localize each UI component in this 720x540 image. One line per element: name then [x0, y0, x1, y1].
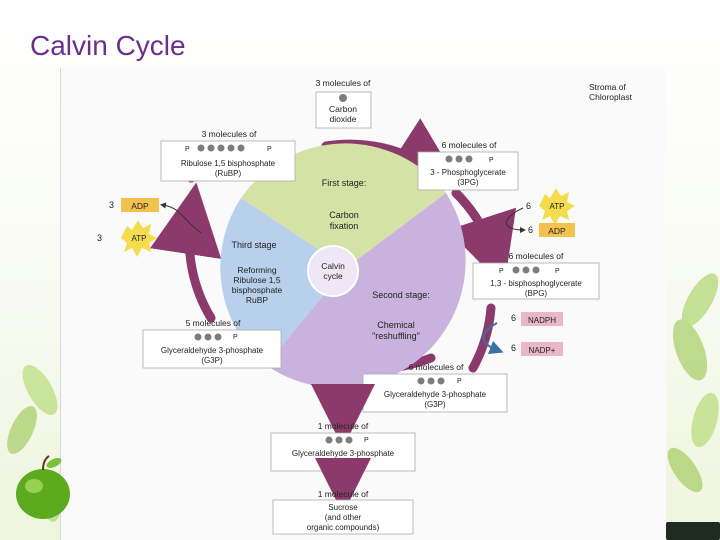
pg3-phosphate: P: [489, 157, 494, 164]
calvin-cycle-diagram: First stage: Carbon fixation Calvin cycl…: [97, 78, 633, 535]
stage3-line1: Reforming: [237, 265, 276, 275]
sucrose-count: 1 molecule of: [318, 489, 369, 499]
right-adp-box: [539, 223, 575, 237]
nadph-box: [521, 312, 563, 326]
left-adp-label: ADP: [131, 201, 149, 211]
pg3-molecule-icon: [445, 155, 473, 163]
nadph-label: NADPH: [528, 316, 556, 325]
stage1-line1: Carbon: [329, 210, 359, 220]
ring-arrow-4: [468, 303, 496, 373]
stage2-line2: "reshuffling": [372, 331, 420, 341]
center-line2: cycle: [323, 271, 343, 281]
center-line1: Calvin: [321, 261, 345, 271]
co2-line2: dioxide: [330, 114, 357, 124]
stage3-line2: Ribulose 1,5: [233, 275, 281, 285]
nadp-label: NADP+: [529, 346, 556, 355]
g3p1-line1: Glyceraldehyde 3-phosphate: [292, 449, 395, 458]
left-energy: 3 ADP 3 ATP: [97, 198, 202, 257]
g3p5-line1: Glyceraldehyde 3-phosphate: [161, 346, 264, 355]
g3p6-line1: Glyceraldehyde 3-phosphate: [384, 390, 487, 399]
rubp-molecule-icon: [197, 144, 245, 152]
nadph-group: 6 NADPH 6 NADP+: [482, 312, 563, 356]
sector-third-stage: [220, 198, 346, 365]
ring-arrow-6: [150, 182, 222, 323]
bpg-phosphate-left: P: [499, 268, 504, 275]
sector-second-stage: [266, 193, 466, 388]
co2-count: 3 molecules of: [316, 78, 371, 88]
rubp-count: 3 molecules of: [202, 129, 257, 139]
left-atp-burst-icon: [121, 220, 157, 257]
g3p5-line2: (G3P): [201, 356, 223, 365]
stage1-line2: fixation: [330, 221, 359, 231]
sucrose-line2: (and other: [325, 513, 362, 522]
g3p1-phosphate: P: [364, 437, 369, 444]
nadph-count: 6: [511, 313, 516, 323]
co2-molecule-icon: [339, 94, 347, 102]
sucrose-line1: Sucrose: [328, 503, 358, 512]
g3p5-box: 5 molecules of P Glyceraldehyde 3-phosph…: [142, 318, 282, 369]
right-adp-label: ADP: [548, 226, 566, 236]
g3p6-count: 6 molecules of: [409, 362, 464, 372]
rubp-line1: Ribulose 1,5 bisphosphate: [181, 159, 276, 168]
sucrose-box: 1 molecule of Sucrose (and other organic…: [272, 489, 414, 535]
right-atp-burst-icon: [539, 188, 575, 225]
g3p5-count: 5 molecules of: [186, 318, 241, 328]
bpg-molecule-icon: [512, 266, 540, 274]
g3p6-line2: (G3P): [424, 400, 446, 409]
stroma-label-line2: Chloroplast: [589, 92, 633, 102]
nadp-count: 6: [511, 343, 516, 353]
rubp-phosphate-right: P: [267, 146, 272, 153]
stage3-line4: RuBP: [246, 295, 269, 305]
g3p6-phosphate: P: [457, 378, 462, 385]
g3p1-box: 1 molecule of P Glyceraldehyde 3-phospha…: [270, 421, 416, 472]
g3p1-count: 1 molecule of: [318, 421, 369, 431]
calvin-cycle-center: [307, 245, 359, 297]
corner-logo-icon: [666, 522, 720, 540]
stage1-title: First stage:: [322, 178, 367, 188]
pg3-line1: 3 - Phosphoglycerate: [430, 168, 506, 177]
g3p1-line2: (G3P): [332, 459, 354, 468]
rubp-box: 3 molecules of P P Ribulose 1,5 bisphosp…: [160, 129, 296, 182]
rubp-phosphate-left: P: [185, 146, 190, 153]
g3p1-molecule-icon: [325, 436, 353, 444]
nadph-arrow: [482, 322, 504, 354]
calvin-cycle-figure: First stage: Carbon fixation Calvin cycl…: [60, 68, 666, 540]
right-adp-count: 6: [528, 225, 533, 235]
nadp-box: [521, 342, 563, 356]
slide-title: Calvin Cycle: [30, 30, 186, 61]
right-energy: 6 ATP 6 ADP: [506, 188, 575, 237]
left-adp-box: [121, 198, 159, 212]
bpg-line2: (BPG): [525, 289, 548, 298]
bpg-phosphate-right: P: [555, 268, 560, 275]
g3p5-phosphate: P: [233, 334, 238, 341]
bpg-box: 6 molecules of P P 1,3 - bisphosphoglyce…: [472, 251, 600, 300]
apple-icon: [16, 455, 70, 519]
sucrose-line3: organic compounds): [307, 523, 380, 532]
co2-box: 3 molecules of Carbon dioxide: [316, 78, 372, 129]
g3p6-molecule-icon: [417, 377, 445, 385]
left-atp-label: ATP: [132, 234, 147, 243]
pg3-count: 6 molecules of: [442, 140, 497, 150]
stage3-line3: bisphosphate: [232, 285, 283, 295]
pg3-line2: (3PG): [457, 178, 479, 187]
stroma-label-line1: Stroma of: [589, 82, 626, 92]
g3p5-molecule-icon: [194, 333, 222, 341]
bpg-line1: 1,3 - bisphosphoglycerate: [490, 279, 582, 288]
right-atp-count: 6: [526, 201, 531, 211]
stage3-title: Third stage: [231, 240, 276, 250]
pg3-box: 6 molecules of P 3 - Phosphoglycerate (3…: [417, 140, 519, 191]
ring-arrow-3: [447, 188, 517, 288]
bpg-count: 6 molecules of: [509, 251, 564, 261]
left-atp-count: 3: [97, 233, 102, 243]
left-energy-arrow: [160, 202, 202, 234]
stage2-line1: Chemical: [377, 320, 415, 330]
right-atp-label: ATP: [550, 202, 565, 211]
co2-line1: Carbon: [329, 104, 357, 114]
rubp-line2: (RuBP): [215, 169, 242, 178]
right-energy-arrow: [506, 207, 526, 233]
left-adp-count: 3: [109, 200, 114, 210]
stage2-title: Second stage:: [372, 290, 430, 300]
